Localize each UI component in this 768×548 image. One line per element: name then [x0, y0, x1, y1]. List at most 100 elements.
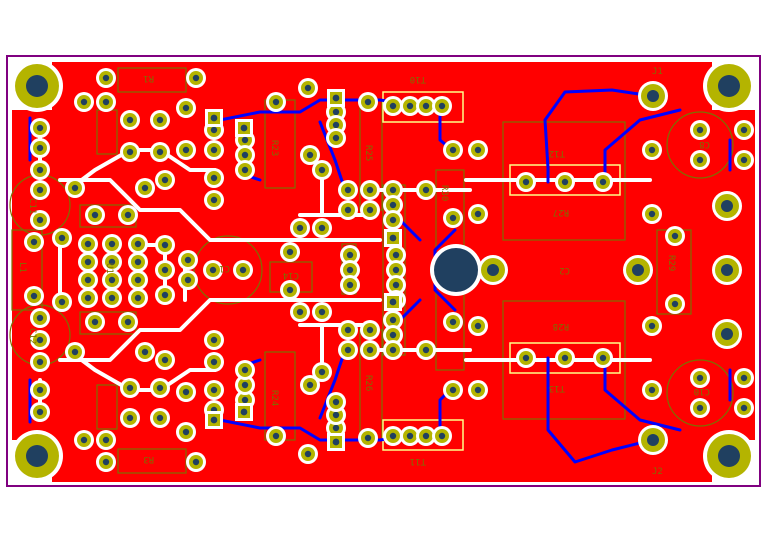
pad-hole [474, 322, 482, 330]
pad-hole [184, 276, 192, 284]
pad-hole [474, 146, 482, 154]
pad-hole [392, 281, 400, 289]
pad-hole [241, 166, 249, 174]
label-c10: C10 [694, 386, 710, 396]
pad-hole [449, 318, 457, 326]
pad-hole [389, 316, 397, 324]
pad-hole [696, 126, 704, 134]
pad-hole [58, 298, 66, 306]
pad-hole [721, 264, 733, 276]
pad-hole [156, 148, 164, 156]
pad-hole [108, 294, 116, 302]
pad-hole [599, 178, 607, 186]
pad-hole [134, 276, 142, 284]
pad-hole [318, 368, 326, 376]
pad-hole [210, 336, 218, 344]
pad-hole [332, 411, 340, 419]
pad-hole [364, 98, 372, 106]
pad-hole [449, 146, 457, 154]
pad-hole [36, 144, 44, 152]
pad-hole [141, 184, 149, 192]
pad-hole [241, 396, 249, 404]
label-c1: C1 [219, 263, 230, 273]
label-r27: R27 [553, 207, 569, 217]
pad-hole [84, 294, 92, 302]
pad-hole [241, 366, 249, 374]
pad-hole [522, 354, 530, 362]
pad-hole [210, 358, 218, 366]
pad-hole [671, 300, 679, 308]
pad-hole [318, 224, 326, 232]
pad-hole [332, 134, 340, 142]
pad-hole [449, 214, 457, 222]
pad-hole [740, 404, 748, 412]
pad-hole [126, 384, 134, 392]
pad-hole [389, 346, 397, 354]
pad-hole [91, 211, 99, 219]
pad-hole [346, 281, 354, 289]
pad-hole [71, 184, 79, 192]
pad-hole [332, 424, 340, 432]
pad-hole [599, 354, 607, 362]
pad-hole [332, 121, 340, 129]
square-pad-hole [210, 114, 218, 122]
pad-hole [344, 186, 352, 194]
label-u1: U1 [104, 263, 114, 274]
pad-hole [561, 178, 569, 186]
pad-hole [366, 186, 374, 194]
pad-hole [102, 458, 110, 466]
pad-hole [134, 294, 142, 302]
central-via [434, 248, 478, 292]
pad-hole [210, 126, 218, 134]
mounting-hole-drill [26, 445, 48, 467]
pad-hole [422, 186, 430, 194]
pad-hole [647, 434, 659, 446]
label-r26: R26 [363, 375, 373, 391]
pad-hole [389, 331, 397, 339]
pad-hole [696, 156, 704, 164]
label-r30: R30 [439, 185, 449, 201]
pad-hole [406, 102, 414, 110]
label-j2: J2 [652, 467, 663, 477]
pad-hole [239, 266, 247, 274]
pad-hole [58, 234, 66, 242]
pad-hole [346, 251, 354, 259]
pad-hole [272, 432, 280, 440]
pad-hole [389, 216, 397, 224]
pad-hole [366, 346, 374, 354]
pad-hole [647, 90, 659, 102]
label-r1: R1 [143, 73, 154, 83]
pad-hole [392, 266, 400, 274]
pad-hole [182, 104, 190, 112]
pad-hole [210, 174, 218, 182]
pad-hole [241, 151, 249, 159]
pad-hole [36, 216, 44, 224]
pad-hole [80, 436, 88, 444]
pad-hole [364, 434, 372, 442]
pad-hole [126, 414, 134, 422]
mounting-hole-drill [718, 445, 740, 467]
pad-hole [389, 102, 397, 110]
square-pad-hole [240, 408, 248, 416]
pad-hole [134, 240, 142, 248]
pad-hole [648, 146, 656, 154]
pad-hole [36, 314, 44, 322]
pad-hole [210, 146, 218, 154]
pad-hole [344, 206, 352, 214]
pad-hole [332, 398, 340, 406]
pad-hole [161, 291, 169, 299]
square-pad-hole [332, 438, 340, 446]
designators: T10 T11 T12 T13 R1 R3 R23 R24 R25 R26 R2… [17, 67, 710, 477]
pad-hole [296, 308, 304, 316]
pad-hole [306, 151, 314, 159]
pad-hole [30, 292, 38, 300]
pad-hole [102, 74, 110, 82]
pad-hole [209, 266, 217, 274]
square-pad-hole [332, 94, 340, 102]
mounting-hole-drill [26, 75, 48, 97]
label-t11: T11 [410, 456, 426, 466]
pad-hole [318, 308, 326, 316]
pad-hole [366, 206, 374, 214]
pad-hole [648, 210, 656, 218]
